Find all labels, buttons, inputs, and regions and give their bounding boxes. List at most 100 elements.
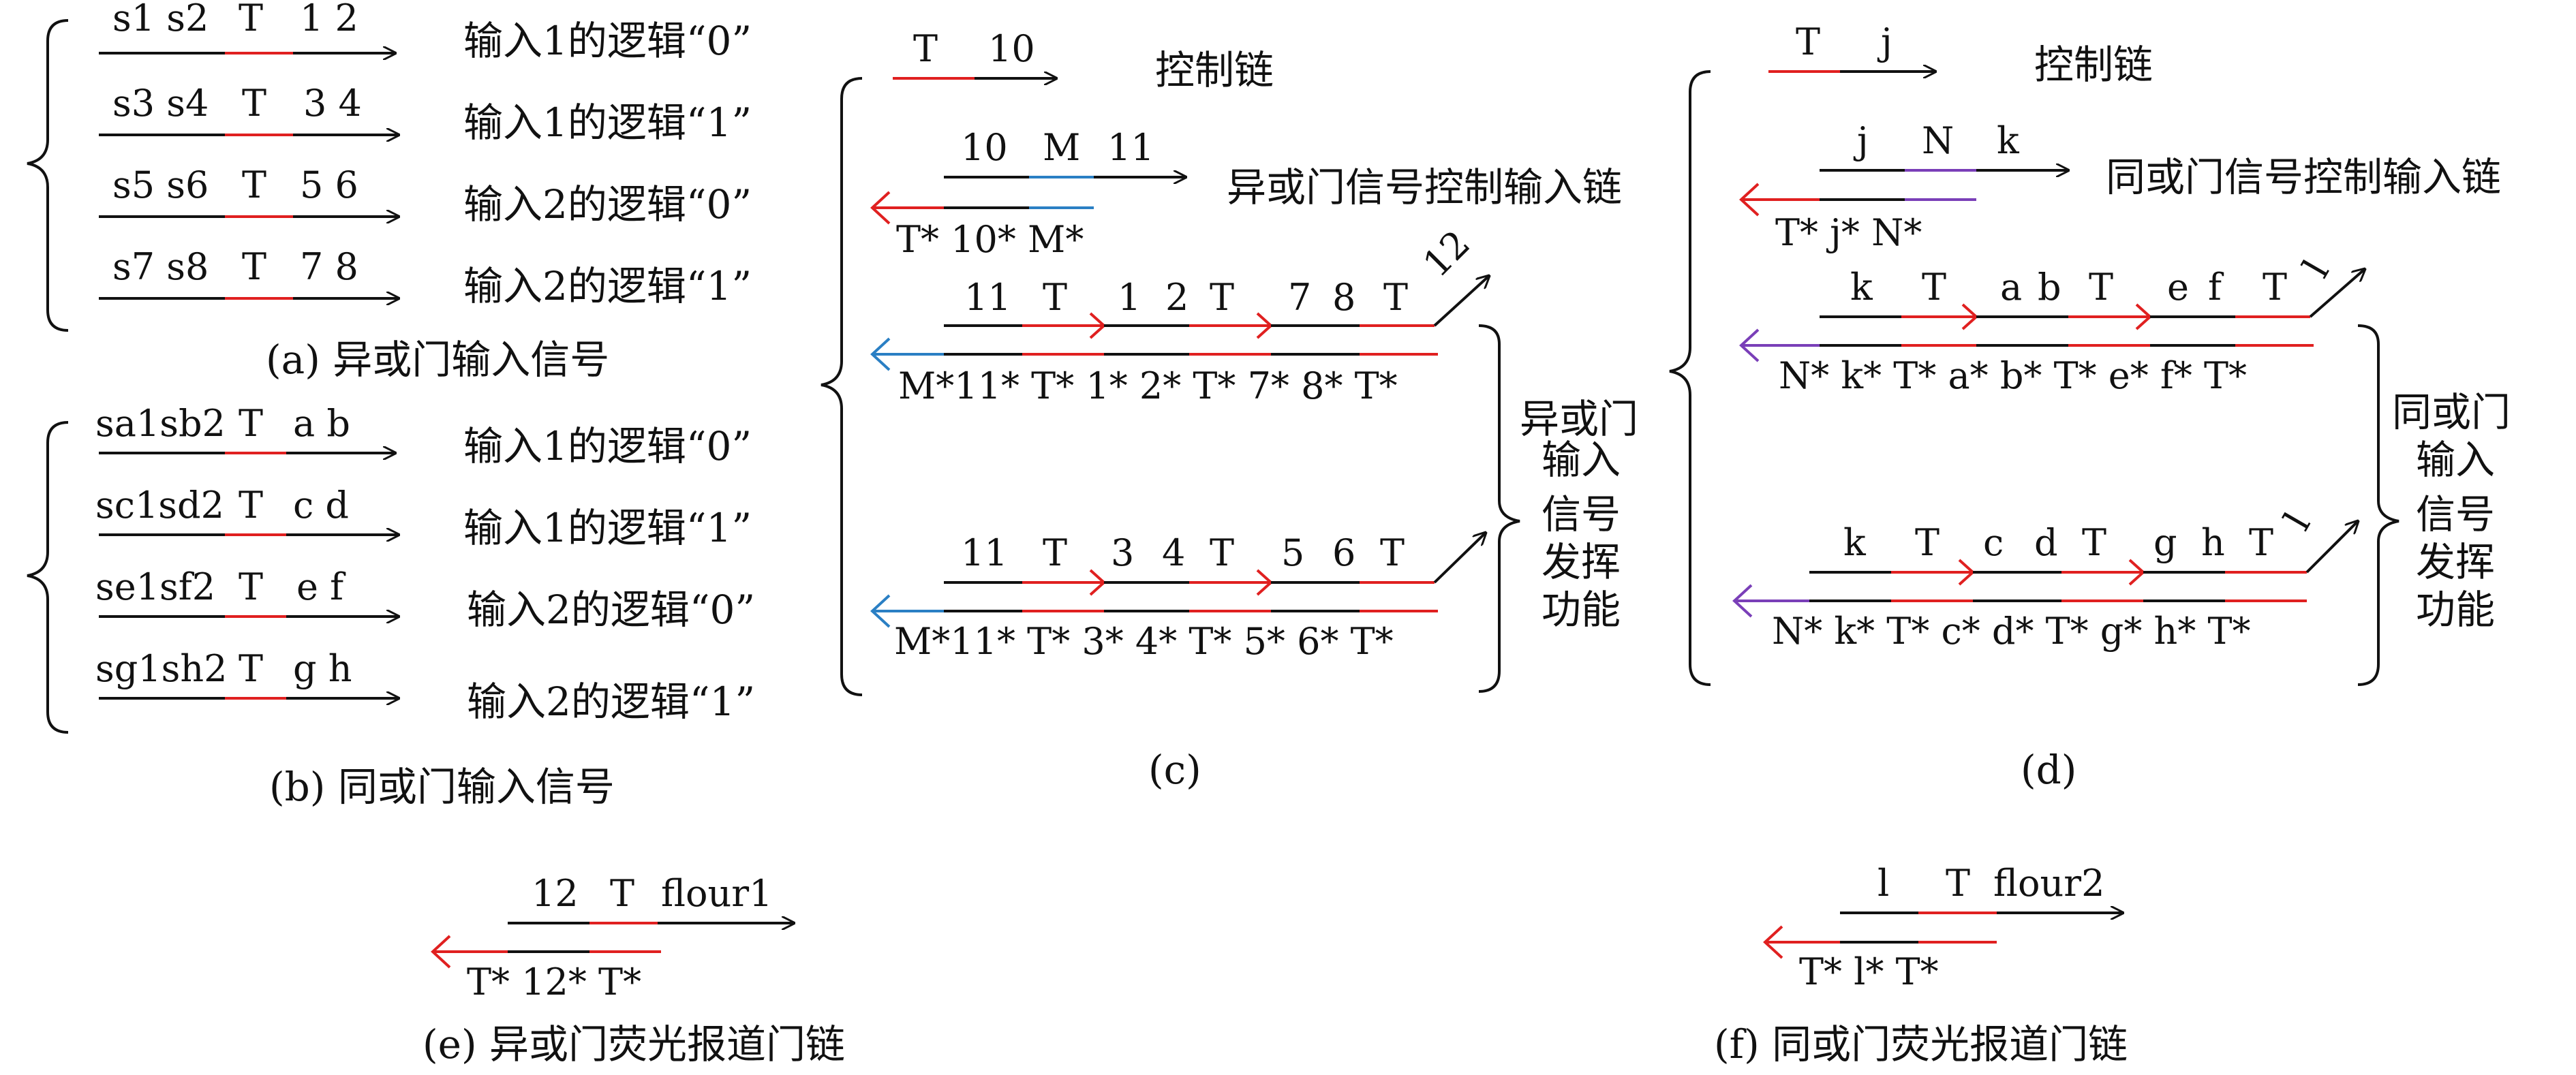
panel-f-domain-2: T [1946, 862, 1970, 905]
strand-b3-domain-2: T [239, 565, 263, 608]
panel-e-domain-1: 12 [532, 872, 579, 915]
control-chain-c-domain-2: 10 [988, 27, 1035, 70]
gate1-d-top-5: T [2089, 266, 2113, 309]
gate2-d-top-8: T [2249, 521, 2273, 564]
function-d-line-4: 发挥 [2416, 539, 2495, 585]
gate2-c-top-5: T [1210, 531, 1234, 574]
function-c-line-5: 功能 [1542, 587, 1621, 633]
strand-b1-domain-3: a b [293, 402, 350, 445]
function-d-line-1: 同或门 [2392, 389, 2511, 435]
control-chain-c-label: 控制链 [1155, 47, 1274, 93]
gate1-d-top-7: f [2208, 266, 2224, 309]
strand-b2: sc1sd2 T c d 输入1的逻辑“1” [95, 484, 752, 551]
input-control-d-domain-2: N [1922, 119, 1954, 162]
strand-a3-domain-3: 5 6 [300, 163, 358, 206]
gate1-c-tail: 12 [1415, 222, 1478, 285]
brace-d-left [1669, 70, 1711, 686]
gate1-c-top-1: 11 [964, 276, 1011, 319]
strand-a4-domain-1: s7 s8 [112, 245, 209, 288]
brace-c-left [821, 77, 863, 696]
input-control-d-domain-1: j [1853, 119, 1869, 162]
panel-c: T 10 控制链 10 M 11 T* 10* M* 异或门信号控制输入链 [821, 27, 1638, 793]
strand-b3-label: 输入2的逻辑“0” [467, 587, 755, 633]
control-chain-c: T 10 控制链 [893, 27, 1274, 93]
strand-a3-domain-2: T [242, 163, 266, 206]
gate2-c-bottom: M*11* T* 3* 4* T* 5* 6* T* [894, 620, 1394, 663]
control-chain-c-domain-1: T [913, 27, 938, 70]
gate2-d: k T c d T g h T l N* k* T* c* d* T* g* h… [1732, 505, 2358, 653]
panel-f-bottom: T* l* T* [1799, 950, 1939, 993]
caption-c: (c) [1148, 747, 1201, 793]
input-control-d-label: 同或门信号控制输入链 [2106, 154, 2501, 200]
strand-a4: s7 s8 T 7 8 输入2的逻辑“1” [99, 245, 752, 309]
panel-e-bottom: T* 12* T* [467, 961, 641, 1003]
input-control-c-bottom: T* 10* M* [896, 218, 1084, 261]
strand-b3-domain-1: se1sf2 [95, 565, 215, 608]
gate1-c-top-4: 2 [1165, 276, 1189, 319]
function-d-line-3: 信号 [2416, 491, 2495, 538]
function-c-line-1: 异或门 [1520, 396, 1638, 442]
strand-a1-domain-3: 1 2 [300, 0, 358, 40]
gate1-c-top-5: T [1210, 276, 1234, 319]
gate1-d-top-3: a [2000, 266, 2022, 309]
brace-b [27, 421, 69, 734]
caption-e: (e) 异或门荧光报道门链 [423, 1021, 845, 1068]
gate1-d-bottom: N* k* T* a* b* T* e* f* T* [1779, 354, 2247, 397]
strand-b1-domain-2: T [239, 402, 263, 445]
gate2-c: 11 T 3 4 T 5 6 T M*11* T* 3* 4* T* 5* 6*… [870, 531, 1486, 663]
gate1-c-top-8: T [1383, 276, 1408, 319]
panel-b: sa1sb2 T a b 输入1的逻辑“0” sc1sd2 T c d 输入1的… [27, 402, 755, 810]
strand-b3-domain-3: e f [296, 565, 346, 608]
strand-a3: s5 s6 T 5 6 输入2的逻辑“0” [99, 163, 752, 228]
function-c-line-4: 发挥 [1542, 539, 1621, 585]
gate1-c-top-6: 7 [1288, 276, 1311, 319]
strand-a4-label: 输入2的逻辑“1” [463, 263, 752, 309]
gate2-c-top-7: 6 [1332, 531, 1355, 574]
caption-b: (b) 同或门输入信号 [269, 764, 615, 810]
strand-b2-label: 输入1的逻辑“1” [463, 505, 752, 551]
strand-b2-domain-2: T [239, 484, 263, 527]
strand-b4-domain-1: sg1sh2 [95, 647, 227, 690]
strand-b1-label: 输入1的逻辑“0” [463, 423, 752, 469]
strand-a3-label: 输入2的逻辑“0” [463, 181, 752, 228]
panel-a: s1 s2 T 1 2 输入1的逻辑“0” s3 s4 T 3 4 输入1的逻辑… [27, 0, 752, 383]
input-control-c-label: 异或门信号控制输入链 [1227, 164, 1622, 211]
control-chain-d-label: 控制链 [2034, 42, 2153, 88]
strand-b1: sa1sb2 T a b 输入1的逻辑“0” [95, 402, 752, 469]
strand-b4-domain-3: g h [293, 647, 352, 690]
gate1-d-top-4: b [2038, 266, 2061, 309]
strand-b2-domain-3: c d [293, 484, 349, 527]
strand-b4: sg1sh2 T g h 输入2的逻辑“1” [95, 647, 755, 725]
strand-b4-domain-2: T [239, 647, 263, 690]
strand-a2-domain-1: s3 s4 [112, 82, 209, 125]
gate1-c-bottom: M*11* T* 1* 2* T* 7* 8* T* [898, 364, 1398, 407]
panel-f: l T flour2 T* l* T* (f) 同或门荧光报道门链 [1714, 862, 2128, 1068]
strand-b2-domain-1: sc1sd2 [95, 484, 224, 527]
caption-f: (f) 同或门荧光报道门链 [1714, 1021, 2128, 1068]
function-d-line-2: 输入 [2416, 437, 2495, 483]
control-chain-d: T j 控制链 [1768, 20, 2153, 88]
gate2-d-bottom: N* k* T* c* d* T* g* h* T* [1772, 610, 2251, 653]
panel-e-domain-3: flour1 [661, 872, 772, 915]
gate1-c-top-3: 1 [1118, 276, 1141, 319]
gate2-c-top-6: 5 [1281, 531, 1304, 574]
strand-a1-domain-1: s1 s2 [112, 0, 209, 40]
function-c-line-3: 信号 [1542, 491, 1621, 538]
input-control-chain-c: 10 M 11 T* 10* M* 异或门信号控制输入链 [870, 126, 1622, 261]
gate2-d-top-6: g [2153, 521, 2177, 564]
panel-f-domain-3: flour2 [1993, 862, 2104, 905]
strand-a3-domain-1: s5 s6 [112, 163, 209, 206]
gate2-c-top-2: T [1043, 531, 1067, 574]
gate2-d-tail: l [2275, 505, 2318, 537]
panel-d: T j 控制链 j N k T* j* N* 同或门信号控制输入链 [1669, 20, 2511, 793]
strand-a2: s3 s4 T 3 4 输入1的逻辑“1” [99, 82, 752, 146]
gate1-d-top-8: T [2263, 266, 2287, 309]
strand-b3: se1sf2 T e f 输入2的逻辑“0” [95, 565, 755, 633]
brace-c-right [1478, 324, 1520, 693]
gate1-d-tail: l [2295, 253, 2337, 284]
gate1-c-top-2: T [1043, 276, 1067, 319]
caption-a: (a) 异或门输入信号 [266, 337, 609, 383]
gate2-d-top-3: c [1983, 521, 2004, 564]
